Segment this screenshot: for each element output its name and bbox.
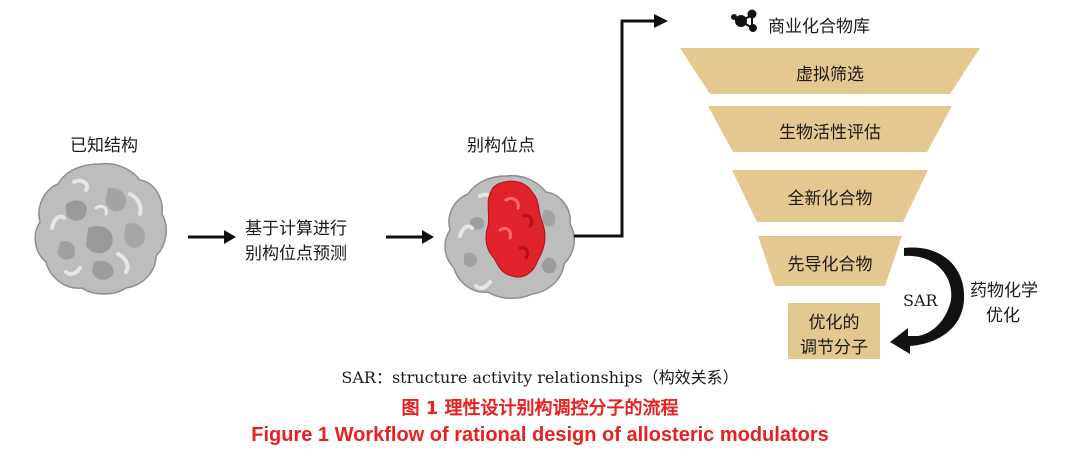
stage-bioactivity-evaluation [708,106,952,152]
sar-loop-arrow [890,247,965,354]
stage-virtual-screening-label: 虚拟筛选 [796,65,864,85]
library-label: 商业化合物库 [768,17,870,37]
stage-optimized-label-line2: 调节分子 [800,338,868,358]
figure-caption-chinese: 图 1 理性设计别构调控分子的流程 [401,398,679,419]
computation-label-line2: 别构位点预测 [245,244,347,264]
stage-bioactivity-evaluation-label: 生物活性评估 [779,123,881,143]
molecule-icon [731,9,757,32]
elbow-connector-arrow [574,14,668,238]
stage-lead-compounds-label: 先导化合物 [787,255,873,275]
arrow-to-site [386,230,434,244]
stage-novel-compounds [732,170,928,222]
stage-lead-compounds [758,236,902,286]
stage-novel-compounds-label: 全新化合物 [787,189,873,209]
arrow-to-computation [188,230,236,244]
med-chem-label-line1: 药物化学 [970,281,1038,301]
med-chem-label-line2: 优化 [986,306,1020,326]
stage-optimized-modulators [788,303,880,359]
figure-caption-english: Figure 1 Workflow of rational design of … [251,424,829,446]
allosteric-site-label: 别构位点 [467,136,535,156]
allosteric-protein-image [444,174,576,299]
stage-optimized-label-line1: 优化的 [808,313,860,333]
sar-label: SAR [903,291,938,310]
stage-virtual-screening [680,48,980,94]
computation-label-line1: 基于计算进行 [245,219,347,239]
screening-funnel [680,48,980,359]
sar-abbreviation-note: SAR：structure activity relationships（构效关… [341,368,739,387]
known-protein-image [34,162,168,295]
known-structure-label: 已知结构 [70,136,138,156]
